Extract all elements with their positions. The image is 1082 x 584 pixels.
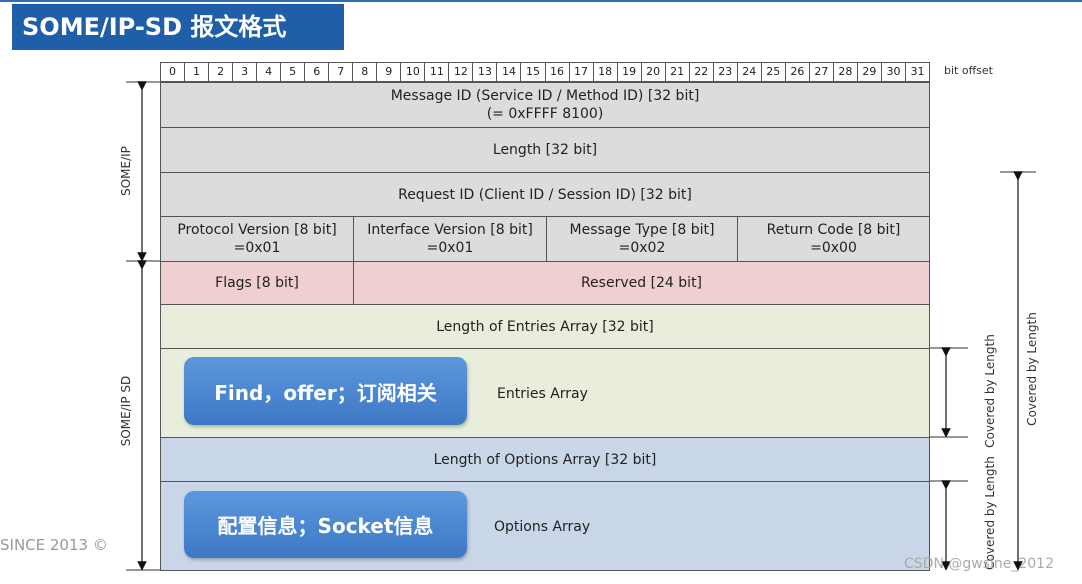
length-options-cell: Length of Options Array [32 bit] (433, 451, 657, 468)
return-code-cell: Return Code [8 bit] =0x00 (738, 217, 929, 261)
watermark: CSDN @gwsine_2012 (904, 556, 1055, 572)
bit-offset-cell: 30 (882, 63, 906, 81)
bit-offset-cell: 10 (401, 63, 426, 81)
bit-offset-cell: 29 (858, 63, 882, 81)
flags-row: Flags [8 bit] Reserved [24 bit] (160, 261, 930, 305)
bit-offset-cell: 1 (185, 63, 210, 81)
bit-offset-cell: 23 (714, 63, 738, 81)
entries-array-label: Entries Array (497, 386, 588, 402)
bit-offset-cell: 19 (618, 63, 642, 81)
return-code-value: =0x00 (810, 240, 857, 256)
bit-offset-cell: 31 (910, 65, 925, 78)
bit-offset-cell: 13 (473, 63, 498, 81)
interface-version-value: =0x01 (426, 240, 474, 256)
top-accent-line (0, 0, 1082, 2)
message-type-label: Message Type [8 bit] (569, 222, 715, 238)
covered-total-label: Covered by Length (1025, 312, 1039, 426)
bit-offset-cell: 25 (762, 63, 786, 81)
bit-offset-cell: 6 (305, 63, 330, 81)
message-id-value: (= 0xFFFF 8100) (486, 106, 604, 122)
length-row: Length [32 bit] (160, 127, 930, 173)
interface-version-cell: Interface Version [8 bit] =0x01 (354, 217, 547, 261)
message-id-row: Message ID (Service ID / Method ID) [32 … (160, 82, 930, 128)
bit-offset-cell: 15 (521, 63, 546, 81)
bit-offset-cell: 20 (642, 63, 666, 81)
bit-offset-cell: 9 (377, 63, 402, 81)
length-entries-cell: Length of Entries Array [32 bit] (436, 318, 654, 335)
message-id-cell: Message ID (Service ID / Method ID) [32 … (161, 83, 929, 127)
bit-offset-cell: 16 (546, 63, 570, 81)
bit-offset-cell: 0 (161, 63, 186, 81)
entries-callout: Find，offer；订阅相关 (184, 357, 467, 425)
bit-offset-cell: 4 (257, 63, 282, 81)
bit-offset-cell: 22 (690, 63, 714, 81)
bit-offset-label: bit offset (944, 64, 993, 77)
entries-array-cell: Entries Array (161, 349, 929, 437)
request-id-cell: Request ID (Client ID / Session ID) [32 … (398, 186, 692, 203)
message-type-value: =0x02 (618, 240, 666, 256)
request-id-row: Request ID (Client ID / Session ID) [32 … (160, 172, 930, 217)
bit-offset-cell: 14 (497, 63, 522, 81)
options-array-label: Options Array (494, 519, 591, 535)
bit-offset-cell: 28 (834, 63, 858, 81)
length-cell: Length [32 bit] (492, 142, 598, 158)
bit-offset-cell: 27 (810, 63, 834, 81)
bit-offset-cell: 7 (329, 63, 354, 81)
someip-sd-label: SOME/IP SD (119, 375, 133, 447)
bit-offset-cell: 17 (570, 63, 594, 81)
bit-offset-cell: 12 (449, 63, 474, 81)
bit-offset-cell: 3 (233, 63, 258, 81)
covered-entries-label: Covered by Length (983, 334, 997, 448)
protocol-version-value: =0x01 (233, 240, 281, 256)
protocol-version-label: Protocol Version [8 bit] (177, 222, 337, 238)
bit-offset-cell: 11 (425, 63, 450, 81)
bit-offset-cell: 18 (594, 63, 618, 81)
length-entries-row: Length of Entries Array [32 bit] (160, 304, 930, 349)
someip-label: SOME/IP (119, 146, 133, 196)
bit-offset-cell: 2 (209, 63, 234, 81)
interface-version-label: Interface Version [8 bit] (367, 222, 533, 238)
options-array-cell: Options Array (161, 482, 929, 570)
covered-options-label: Covered by Length (983, 456, 997, 570)
bit-offset-cell: 8 (353, 63, 378, 81)
message-id-label: Message ID (Service ID / Method ID) [32 … (390, 88, 700, 104)
bit-offset-cell: 26 (786, 63, 810, 81)
bit-offset-cell: 24 (738, 63, 762, 81)
message-type-cell: Message Type [8 bit] =0x02 (547, 217, 738, 261)
return-code-label: Return Code [8 bit] (766, 222, 901, 238)
version-row: Protocol Version [8 bit] =0x01 Interface… (160, 216, 930, 262)
bit-offset-cell: 21 (666, 63, 690, 81)
reserved-cell: Reserved [24 bit] (580, 275, 703, 291)
protocol-version-cell: Protocol Version [8 bit] =0x01 (161, 217, 354, 261)
flags-cell: Flags [8 bit] (161, 262, 354, 304)
since-footer: SINCE 2013 © (0, 536, 108, 554)
bit-offset-cell: 5 (281, 63, 306, 81)
page-title: SOME/IP-SD 报文格式 (12, 4, 344, 50)
options-callout: 配置信息；Socket信息 (184, 491, 467, 558)
